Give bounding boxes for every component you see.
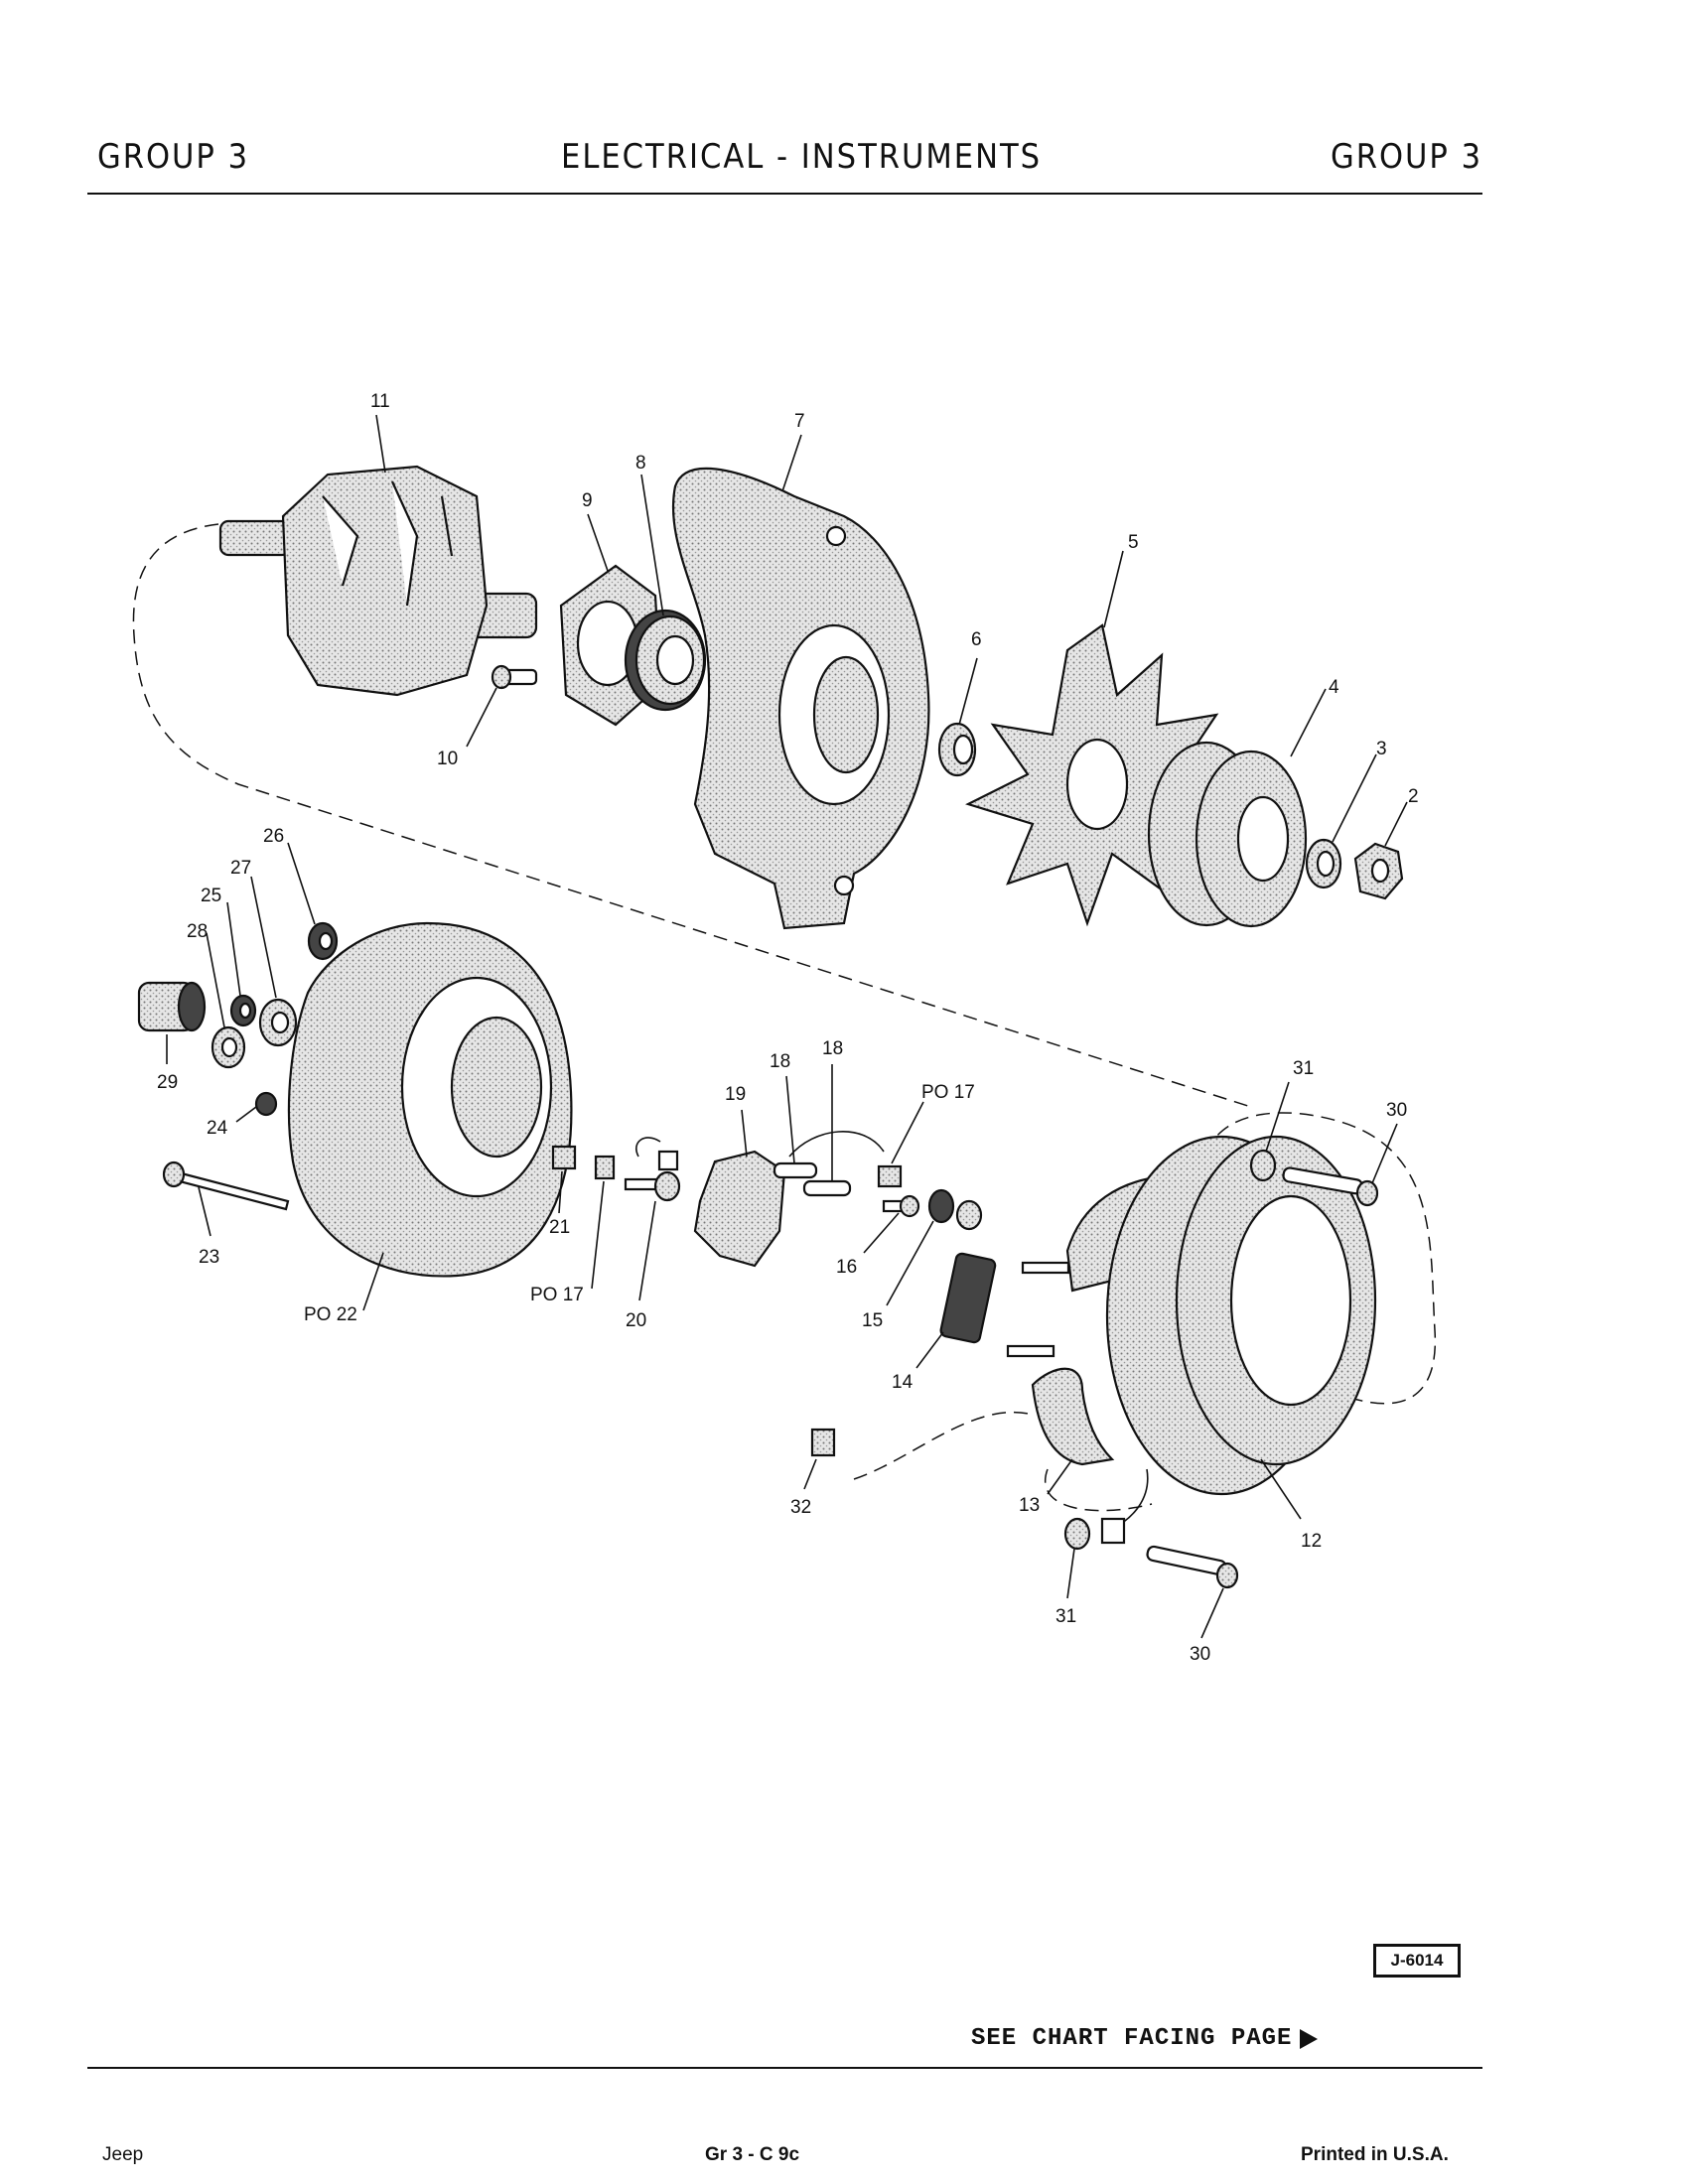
footer-brand: Jeep	[102, 2144, 144, 2165]
callout-21: 21	[549, 1217, 570, 1238]
see-chart-text: SEE CHART FACING PAGE	[971, 2025, 1293, 2052]
callout-5: 5	[1128, 532, 1139, 553]
callout-16: 16	[836, 1257, 857, 1278]
callout-12: 12	[1301, 1531, 1322, 1552]
header-title: ELECTRICAL - INSTRUMENTS	[561, 137, 1043, 177]
fan-part-5	[965, 623, 1234, 927]
callout-14: 14	[892, 1372, 914, 1393]
header-rule	[87, 193, 1482, 195]
insulator-part-31-upper	[1249, 1149, 1277, 1182]
callout-10: 10	[437, 749, 458, 769]
assembly-dashed-line-lower	[853, 1411, 1034, 1480]
callout-15: 15	[862, 1310, 883, 1331]
callout-7: 7	[794, 411, 805, 432]
callout-26: 26	[263, 826, 284, 847]
callout-30-lower: 30	[1190, 1644, 1210, 1665]
screw-part-10	[491, 664, 538, 690]
rotor-part-11	[218, 465, 538, 697]
spacer-part-25	[229, 994, 257, 1027]
nut-part-32	[810, 1428, 836, 1457]
brush-part-po17-right	[877, 1164, 903, 1188]
drive-end-frame-part-7	[671, 467, 930, 930]
leader-lines	[166, 414, 1408, 1639]
clip-part-21	[551, 1145, 577, 1170]
right-arrow-icon	[1300, 2028, 1319, 2049]
nut-part-24	[254, 1091, 278, 1117]
callout-28: 28	[187, 921, 208, 942]
footer-page-ref: Gr 3 - C 9c	[705, 2144, 800, 2165]
assembly-dashed-line-bottom	[1045, 1468, 1153, 1512]
callout-3: 3	[1376, 739, 1387, 759]
callout-31-lower: 31	[1055, 1606, 1076, 1627]
brush-lead-wire	[788, 1131, 885, 1158]
footer-printed: Printed in U.S.A.	[1301, 2144, 1449, 2165]
callout-29: 29	[157, 1072, 178, 1093]
screw-part-16	[882, 1194, 920, 1218]
callout-2: 2	[1408, 786, 1419, 807]
callout-30-upper: 30	[1386, 1100, 1407, 1121]
callout-po17-left: PO 17	[530, 1285, 584, 1305]
spacer-part-6	[937, 722, 977, 777]
seal-part-27	[258, 998, 298, 1047]
callout-13: 13	[1019, 1495, 1040, 1516]
header-group-right: GROUP 3	[1331, 137, 1483, 177]
insulator-part-31-lower	[1063, 1517, 1126, 1551]
callout-6: 6	[971, 629, 982, 650]
callout-24: 24	[207, 1118, 228, 1139]
callout-8: 8	[635, 453, 646, 474]
spring-part-18-b	[802, 1179, 852, 1197]
lock-washer-part-3	[1305, 838, 1342, 889]
seal-part-26	[307, 921, 339, 961]
callout-po17-right: PO 17	[921, 1082, 975, 1103]
callout-32: 32	[790, 1497, 811, 1518]
pulley-part-4	[1147, 741, 1308, 928]
callout-11: 11	[370, 391, 390, 412]
screw-part-30-upper	[1282, 1166, 1379, 1207]
assembly-dashed-line-right	[1205, 1112, 1437, 1405]
brush-part-po17-left	[594, 1137, 679, 1180]
brush-holder-part-19	[693, 1150, 786, 1268]
callout-27: 27	[230, 858, 251, 879]
see-chart-note: SEE CHART FACING PAGE	[971, 2025, 1319, 2052]
callout-31-upper: 31	[1293, 1058, 1314, 1079]
footer-rule	[87, 2067, 1482, 2069]
bearing-part-8	[624, 609, 707, 712]
callout-18-right: 18	[822, 1038, 843, 1059]
diode-part-14	[939, 1199, 997, 1344]
washer-part-15	[927, 1188, 955, 1224]
figure-id-box: J-6014	[1373, 1944, 1461, 1978]
screw-part-20	[624, 1170, 681, 1202]
callout-po22: PO 22	[304, 1304, 357, 1325]
header-group-left: GROUP 3	[97, 137, 250, 177]
callout-18-left: 18	[770, 1051, 790, 1072]
nut-part-2	[1353, 842, 1404, 900]
callout-4: 4	[1329, 677, 1339, 698]
assembly-dashed-line-upper	[132, 523, 1252, 1108]
stator-part-12	[1105, 1135, 1377, 1530]
washer-part-28	[211, 1025, 246, 1069]
callout-19: 19	[725, 1084, 746, 1105]
slip-ring-end-frame-part-22	[287, 921, 573, 1278]
through-bolt-part-23	[162, 1160, 290, 1211]
spring-part-18-a	[773, 1161, 818, 1179]
callout-25: 25	[201, 886, 221, 906]
callout-23: 23	[199, 1247, 219, 1268]
callout-20: 20	[626, 1310, 646, 1331]
callout-9: 9	[582, 490, 593, 511]
screw-part-30-lower	[1146, 1545, 1239, 1589]
bearing-part-29	[137, 981, 207, 1032]
